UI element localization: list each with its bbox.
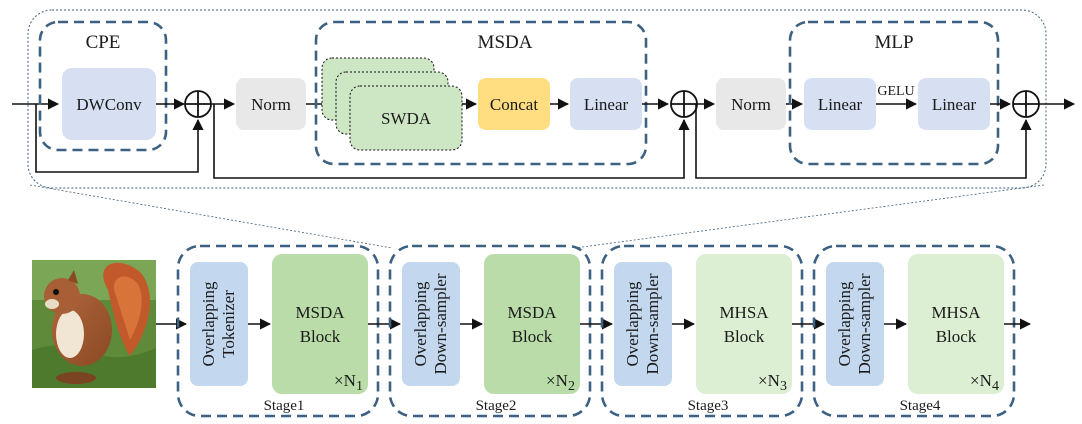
stage-1-block-line2: Block <box>300 327 341 346</box>
stage-1-embed-line1: Overlapping <box>199 281 218 366</box>
stage-3-block-line1: MHSA <box>719 303 769 322</box>
msda-linear-label: Linear <box>584 95 629 114</box>
stage-1-embed-box <box>190 262 248 386</box>
cpe-title: CPE <box>86 32 121 53</box>
stage-3-repeat: ×N <box>758 371 780 390</box>
stage-2-block-box <box>484 254 580 394</box>
stage-2-repeat: ×N <box>546 371 568 390</box>
stage-2-block-line1: MSDA <box>507 303 557 322</box>
stage-4-repeat-sub: 4 <box>992 379 999 394</box>
stage-4-embed-box <box>826 262 884 386</box>
stage-2-embed-line2: Down-sampler <box>431 273 450 374</box>
msda-linear-box <box>570 78 642 130</box>
block-detail-panel <box>27 9 1047 189</box>
add-node-1 <box>184 90 212 118</box>
stage-2-block-line2: Block <box>512 327 553 346</box>
add-node-2 <box>670 90 698 118</box>
stage-2-embed-line1: Overlapping <box>411 281 430 366</box>
mlp-linear-box-2 <box>918 78 990 130</box>
stage-1-block-line1: MSDA <box>295 303 345 322</box>
stage-4-label: Stage4 <box>900 398 941 414</box>
stage-2-label: Stage2 <box>476 398 517 414</box>
stage-3-block-box <box>696 254 792 394</box>
stage-4-embed-line1: Overlapping <box>835 281 854 366</box>
mlp-linear-label-2: Linear <box>932 95 977 114</box>
stage-4-repeat: ×N <box>970 371 992 390</box>
zoom-line-left <box>29 184 393 249</box>
stage-4-block-line2: Block <box>936 327 977 346</box>
cpe-group <box>38 20 168 152</box>
dwconv-label: DWConv <box>76 95 142 114</box>
swda-label: SWDA <box>381 109 432 128</box>
concat-label: Concat <box>490 95 538 114</box>
stage-2-embed-box <box>402 262 460 386</box>
stage-3-label: Stage3 <box>688 398 729 414</box>
mlp-group <box>788 20 1000 166</box>
stage-4-block-line1: MHSA <box>931 303 981 322</box>
stage-1-label: Stage1 <box>264 398 305 414</box>
norm-box-1 <box>236 78 306 130</box>
norm-label-1: Norm <box>251 95 291 114</box>
dwconv-box <box>62 68 156 140</box>
stage-4-block-box <box>908 254 1004 394</box>
norm-label-2: Norm <box>731 95 771 114</box>
stage-1-repeat: ×N <box>334 371 356 390</box>
stage-3-embed-line1: Overlapping <box>623 281 642 366</box>
norm-box-2 <box>716 78 786 130</box>
mlp-linear-label-1: Linear <box>818 95 863 114</box>
stage-3-block-line2: Block <box>724 327 765 346</box>
stage-2-repeat-sub: 2 <box>568 379 575 394</box>
gelu-label: GELU <box>877 84 914 99</box>
concat-box <box>478 78 550 130</box>
swda-box <box>349 85 463 151</box>
stage-1-block-box <box>272 254 368 394</box>
zoom-line-right <box>574 184 1045 249</box>
mlp-residual <box>695 104 1032 179</box>
stage-3-embed-line2: Down-sampler <box>643 273 662 374</box>
stage-4-embed-line2: Down-sampler <box>855 273 874 374</box>
stage-1-repeat-sub: 1 <box>356 379 363 394</box>
msda-group <box>314 20 648 166</box>
msda-title: MSDA <box>478 32 533 53</box>
cpe-residual <box>35 104 204 173</box>
add-node-3 <box>1012 90 1040 118</box>
mlp-title: MLP <box>874 32 913 53</box>
stage-3-repeat-sub: 3 <box>780 379 787 394</box>
stage-1-embed-line2: Tokenizer <box>219 290 238 358</box>
input-image-squirrel <box>32 260 156 388</box>
stage-3-embed-box <box>614 262 672 386</box>
mlp-linear-box-1 <box>804 78 876 130</box>
